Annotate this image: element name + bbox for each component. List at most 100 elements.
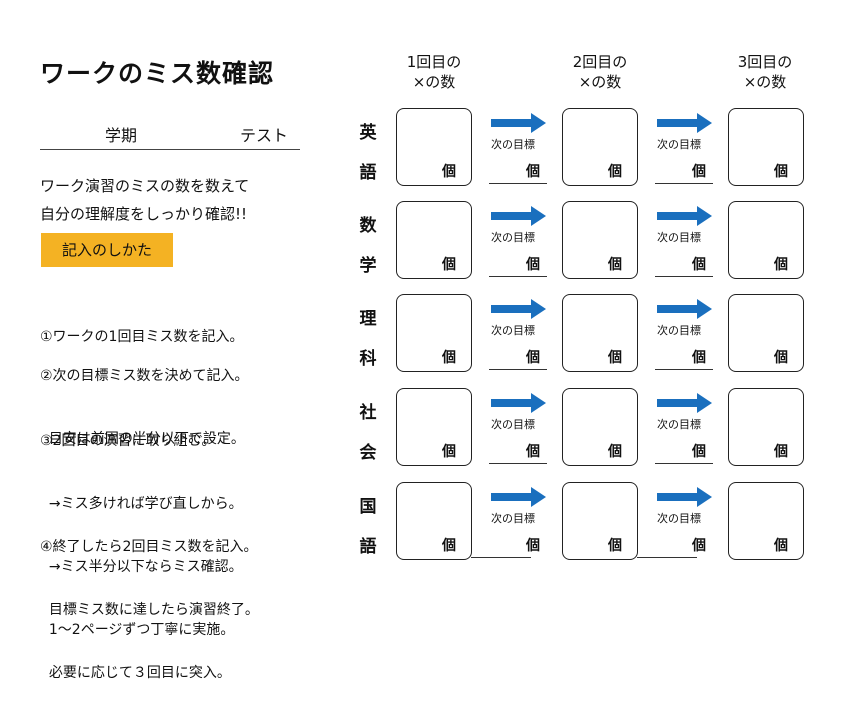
next-target-label: 次の目標 — [491, 324, 535, 337]
next-target-input-line[interactable] — [489, 183, 547, 184]
title-underline — [40, 149, 300, 150]
count-box-round-1[interactable] — [396, 201, 472, 279]
count-box-round-3[interactable] — [728, 388, 804, 466]
right-arrow-icon — [491, 393, 546, 413]
right-arrow-icon — [657, 299, 712, 319]
term-label: 学期 — [105, 126, 138, 145]
next-target-input-line[interactable] — [655, 463, 713, 464]
step-line: ①ワークの1回目ミス数を記入。 — [40, 329, 244, 345]
unit-label: 個 — [526, 164, 540, 180]
count-box-round-3[interactable] — [728, 294, 804, 372]
unit-label: 個 — [774, 350, 788, 366]
howto-badge: 記入のしかた — [41, 233, 173, 267]
count-box-round-2[interactable] — [562, 294, 638, 372]
unit-label: 個 — [692, 444, 706, 460]
step-2: ②次の目標ミス数を決めて記入。 目安は前回の半分以下で設定。 — [40, 324, 249, 471]
column-header-line: ×の数 — [743, 73, 787, 91]
right-arrow-icon — [491, 299, 546, 319]
unit-label: 個 — [692, 257, 706, 273]
step-line: ②次の目標ミス数を決めて記入。 — [40, 368, 249, 384]
column-header-line: 1回目の — [406, 53, 462, 71]
right-arrow-icon — [657, 393, 712, 413]
count-box-round-3[interactable] — [728, 201, 804, 279]
right-arrow-icon — [657, 113, 712, 133]
column-header-line: 2回目の — [572, 53, 628, 71]
next-target-input-line[interactable] — [655, 276, 713, 277]
unit-label: 個 — [774, 257, 788, 273]
unit-label: 個 — [608, 164, 622, 180]
right-arrow-icon — [491, 113, 546, 133]
column-header-line: ×の数 — [412, 73, 456, 91]
next-target-input-line[interactable] — [655, 183, 713, 184]
next-target-input-line[interactable] — [489, 276, 547, 277]
unit-label: 個 — [442, 164, 456, 180]
next-target-label: 次の目標 — [657, 231, 701, 244]
step-line: 目標ミス数に達したら演習終了。 — [40, 602, 259, 618]
subject-char: 国 — [359, 497, 377, 517]
unit-label: 個 — [442, 350, 456, 366]
step-line: 必要に応じて３回目に突入。 — [40, 665, 231, 681]
intro-line: ワーク演習のミスの数を数えて — [40, 177, 250, 195]
right-arrow-icon — [657, 206, 712, 226]
count-box-round-2[interactable] — [562, 201, 638, 279]
count-box-round-1[interactable] — [396, 108, 472, 186]
column-header-3: 3回目の ×の数 — [720, 52, 810, 92]
unit-label: 個 — [608, 350, 622, 366]
step-1: ①ワークの1回目ミス数を記入。 — [40, 285, 243, 369]
count-box-round-3[interactable] — [728, 108, 804, 186]
right-arrow-icon — [491, 206, 546, 226]
count-box-round-2[interactable] — [562, 388, 638, 466]
unit-label: 個 — [692, 350, 706, 366]
subject-char: 数 — [359, 216, 377, 236]
subject-char: 語 — [359, 537, 377, 557]
step-line: →ミス多ければ学び直しから。 — [40, 496, 243, 512]
column-header-line: ×の数 — [578, 73, 622, 91]
unit-label: 個 — [526, 257, 540, 273]
subject-char: 理 — [359, 309, 377, 329]
count-box-round-1[interactable] — [396, 482, 472, 560]
next-target-input-line[interactable] — [655, 369, 713, 370]
next-target-label: 次の目標 — [491, 231, 535, 244]
unit-label: 個 — [608, 444, 622, 460]
unit-label: 個 — [692, 538, 706, 554]
count-box-round-3[interactable] — [728, 482, 804, 560]
subject-char: 英 — [359, 123, 377, 143]
column-header-2: 2回目の ×の数 — [555, 52, 645, 92]
unit-label: 個 — [526, 538, 540, 554]
count-box-round-2[interactable] — [562, 108, 638, 186]
unit-label: 個 — [526, 444, 540, 460]
subject-char: 学 — [359, 256, 377, 276]
next-target-label: 次の目標 — [491, 138, 535, 151]
step-line: ③2回目の演習に取り組む。 — [40, 433, 216, 449]
next-target-input-line[interactable] — [489, 369, 547, 370]
unit-label: 個 — [774, 444, 788, 460]
unit-label: 個 — [442, 257, 456, 273]
next-target-label: 次の目標 — [657, 324, 701, 337]
unit-label: 個 — [442, 538, 456, 554]
intro-text: ワーク演習のミスの数を数えて 自分の理解度をしっかり確認!! — [40, 172, 249, 228]
next-target-label: 次の目標 — [491, 418, 535, 431]
column-header-1: 1回目の ×の数 — [389, 52, 479, 92]
unit-label: 個 — [526, 350, 540, 366]
count-box-round-1[interactable] — [396, 388, 472, 466]
next-target-input-line[interactable] — [489, 463, 547, 464]
subject-char: 社 — [359, 403, 377, 423]
step-4: ④終了したら2回目ミス数を記入。 目標ミス数に達したら演習終了。 必要に応じて３… — [40, 495, 259, 705]
unit-label: 個 — [774, 538, 788, 554]
next-target-input-line[interactable] — [471, 557, 531, 558]
unit-label: 個 — [608, 257, 622, 273]
count-box-round-1[interactable] — [396, 294, 472, 372]
column-header-line: 3回目の — [737, 53, 793, 71]
unit-label: 個 — [608, 538, 622, 554]
page-title: ワークのミス数確認 — [40, 59, 275, 88]
next-target-label: 次の目標 — [657, 418, 701, 431]
step-line: ④終了したら2回目ミス数を記入。 — [40, 539, 258, 555]
subject-char: 語 — [359, 163, 377, 183]
next-target-label: 次の目標 — [657, 512, 701, 525]
count-box-round-2[interactable] — [562, 482, 638, 560]
next-target-label: 次の目標 — [657, 138, 701, 151]
next-target-input-line[interactable] — [637, 557, 697, 558]
intro-line: 自分の理解度をしっかり確認!! — [40, 205, 248, 223]
unit-label: 個 — [774, 164, 788, 180]
unit-label: 個 — [442, 444, 456, 460]
